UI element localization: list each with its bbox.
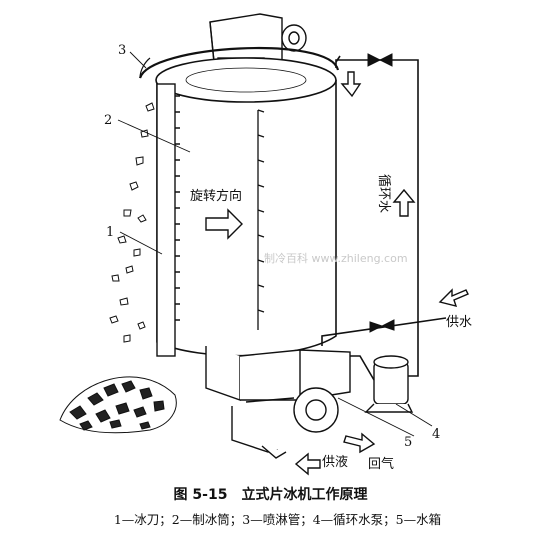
ice-flakes (109, 102, 155, 343)
arrow-return-gas (343, 432, 376, 454)
supply-water-label: 供水 (446, 315, 472, 330)
rotation-label: 旋转方向 (190, 188, 242, 204)
ice-blade (156, 83, 180, 357)
figure-number: 图 5-15 (173, 487, 228, 503)
spray-pipe (138, 46, 340, 79)
ice-pile (59, 376, 177, 434)
number-3: 3 (118, 43, 126, 58)
ice-drum (155, 57, 337, 357)
arrow-supply-liquid (294, 452, 321, 476)
drum-ridge (257, 109, 265, 330)
valve-supply (369, 319, 395, 333)
supply-liquid-label: 供液 (322, 455, 348, 470)
figure-caption: 图 5-15 立式片冰机工作原理 (0, 484, 555, 504)
water-tank (205, 346, 351, 459)
circulating-pump (364, 355, 414, 413)
circulation-label: 循环水 (376, 174, 391, 213)
number-5: 5 (404, 435, 412, 450)
number-4: 4 (432, 427, 440, 442)
arrow-spray (340, 71, 362, 98)
figure-legend: 1—冰刀；2—制冰筒；3—喷淋管；4—循环水泵；5—水箱 (113, 512, 442, 527)
return-gas-label: 回气 (368, 456, 394, 472)
arrow-supply-water (438, 288, 469, 307)
number-2: 2 (104, 113, 112, 128)
leader-lines (117, 51, 433, 437)
number-1: 1 (106, 225, 114, 240)
arrow-rotation (205, 208, 243, 240)
watermark: 制冷百科 www.zhileng.com (264, 251, 408, 265)
valve-top (367, 53, 393, 67)
arrow-circulation (392, 188, 416, 217)
piping (321, 55, 447, 381)
figure-title: 立式片冰机工作原理 (241, 487, 368, 503)
